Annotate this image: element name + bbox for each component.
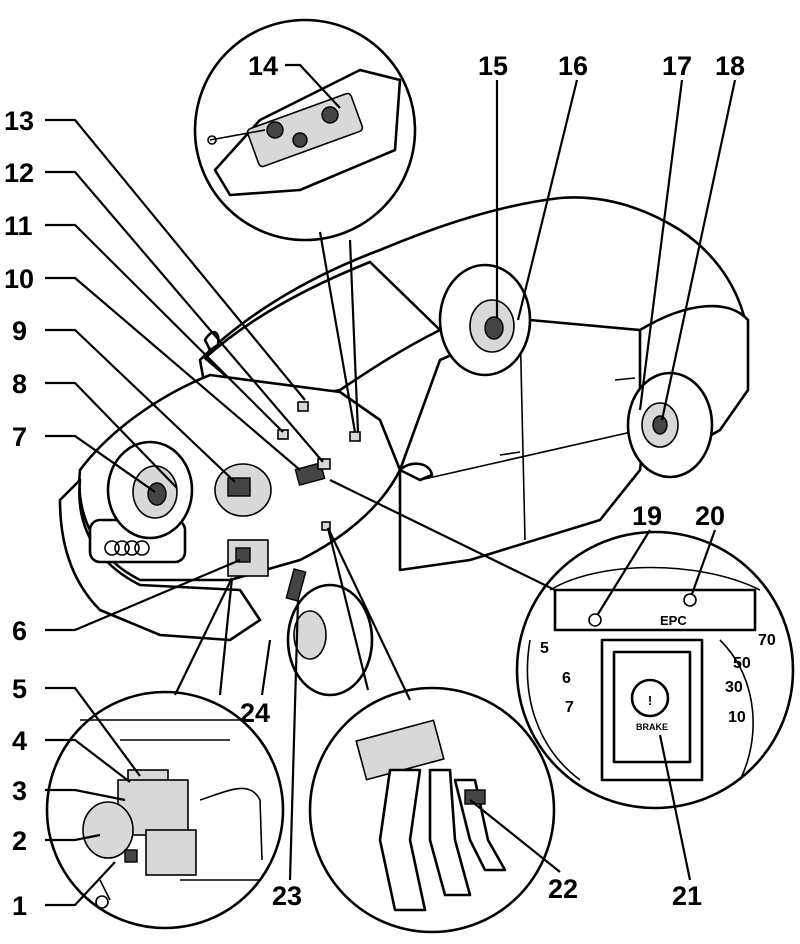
callout-5: 5 bbox=[12, 674, 27, 704]
callout-10: 10 bbox=[4, 264, 34, 294]
indicator-20 bbox=[683, 593, 697, 607]
speedo-tick-5: 5 bbox=[540, 640, 549, 657]
callout-11: 11 bbox=[4, 211, 33, 241]
callout-8: 8 bbox=[12, 369, 27, 399]
callout-13: 13 bbox=[4, 106, 34, 136]
audi-logo bbox=[104, 540, 150, 556]
car-illustration bbox=[58, 196, 750, 697]
inset-instrument-cluster: ! BRAKE EPC 5 6 7 10 30 50 70 bbox=[515, 530, 795, 810]
leader-lines bbox=[45, 63, 737, 907]
tacho-tick-50: 50 bbox=[733, 655, 751, 672]
rear-right-wheel bbox=[626, 371, 714, 479]
callout-3: 3 bbox=[12, 776, 27, 806]
inset-abs-hydraulic-unit bbox=[45, 690, 285, 930]
callout-18: 18 bbox=[715, 51, 745, 81]
callout-labels: 13 12 11 10 9 8 7 6 5 4 3 2 1 14 15 16 1… bbox=[4, 51, 745, 921]
rear-left-wheel bbox=[438, 263, 532, 377]
speedo-tick-6: 6 bbox=[562, 670, 571, 687]
callout-16: 16 bbox=[558, 51, 588, 81]
svg-text:!: ! bbox=[648, 693, 652, 708]
sensor-12 bbox=[317, 458, 331, 470]
callout-6: 6 bbox=[12, 616, 27, 646]
pedal-sensor-loc bbox=[321, 521, 331, 531]
tacho-tick-10: 10 bbox=[728, 709, 746, 726]
epc-indicator-label: EPC bbox=[660, 613, 687, 628]
callout-7: 7 bbox=[12, 422, 27, 452]
callout-19: 19 bbox=[632, 501, 662, 531]
front-sensor bbox=[285, 568, 307, 602]
callout-23: 23 bbox=[272, 881, 302, 911]
callout-17: 17 bbox=[662, 51, 692, 81]
callout-2: 2 bbox=[12, 826, 27, 856]
sensor-11 bbox=[277, 429, 289, 440]
callout-22: 22 bbox=[548, 874, 578, 904]
speedo-tick-7: 7 bbox=[565, 699, 574, 716]
callout-12: 12 bbox=[4, 158, 34, 188]
callout-9: 9 bbox=[12, 316, 27, 346]
tacho-tick-30: 30 bbox=[725, 679, 743, 696]
tacho-tick-70: 70 bbox=[758, 632, 776, 649]
abs-unit-in-bay bbox=[227, 539, 269, 577]
callout-20: 20 bbox=[695, 501, 725, 531]
sensor-14-loc bbox=[349, 431, 361, 442]
sensor-13 bbox=[297, 401, 309, 412]
front-right-wheel bbox=[286, 583, 374, 697]
front-left-wheel bbox=[106, 440, 194, 540]
inset-pedal-cluster bbox=[308, 686, 556, 934]
inset-top-component-14 bbox=[193, 18, 417, 242]
callout-14: 14 bbox=[248, 51, 278, 81]
indicator-19 bbox=[588, 613, 602, 627]
callout-4: 4 bbox=[12, 726, 27, 756]
brake-warning-label: BRAKE bbox=[636, 722, 668, 732]
callout-15: 15 bbox=[478, 51, 508, 81]
callout-1: 1 bbox=[12, 891, 27, 921]
callout-21: 21 bbox=[672, 881, 702, 911]
callout-24: 24 bbox=[240, 698, 270, 728]
